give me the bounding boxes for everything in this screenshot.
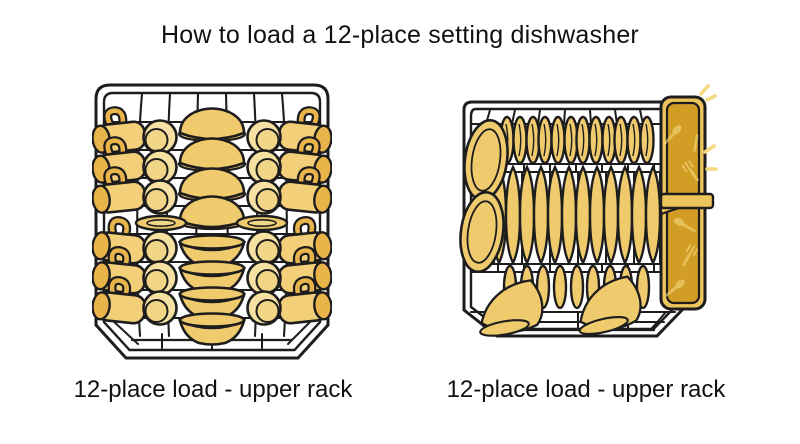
utensils <box>663 125 699 297</box>
sparkle-icon <box>699 84 718 171</box>
left-rack-illustration <box>92 83 332 360</box>
page-title: How to load a 12-place setting dishwashe… <box>161 21 639 49</box>
dinner-plates-group <box>490 165 662 265</box>
left-rack-caption: 12-place load - upper rack <box>73 376 353 403</box>
cutlery-basket <box>659 84 718 311</box>
right-rack-illustration <box>458 84 718 340</box>
bowls-bottom-group <box>178 234 246 346</box>
right-rack-caption: 12-place load - upper rack <box>446 376 726 403</box>
bowls-top-group <box>177 107 247 231</box>
